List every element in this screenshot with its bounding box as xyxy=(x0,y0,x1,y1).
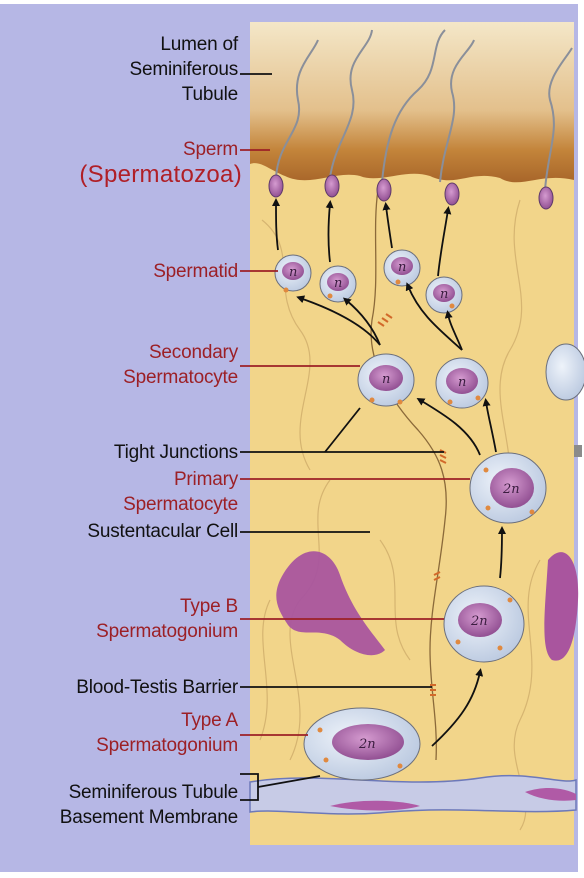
ploidy-spermatid-2: n xyxy=(334,276,342,291)
primary-spermatocyte xyxy=(469,452,547,524)
label-lumen: Lumen of Seminiferous Tubule xyxy=(129,34,239,105)
label-spermatid: Spermatid xyxy=(153,261,238,282)
label-secondary-spermatocyte: Secondary Spermatocyte xyxy=(123,342,238,388)
label-sperm: Sperm xyxy=(183,139,238,160)
tubule-lumen xyxy=(250,22,574,183)
ploidy-spermatid-3: n xyxy=(398,260,406,275)
secondary-spermatocytes xyxy=(357,343,584,409)
sustentacular-nucleus-left xyxy=(276,551,385,656)
progression-arrows xyxy=(272,198,506,747)
edge-tab xyxy=(574,445,582,457)
label-type-b: Type B Spermatogonium xyxy=(96,596,238,642)
ploidy-secondary-2: n xyxy=(458,375,466,390)
label-sustentacular-cell: Sustentacular Cell xyxy=(87,521,238,542)
label-blood-testis-barrier: Blood-Testis Barrier xyxy=(76,677,238,698)
right-edge xyxy=(578,0,584,878)
top-edge xyxy=(0,0,584,4)
ploidy-secondary-1: n xyxy=(382,372,390,387)
ploidy-type-a: 2n xyxy=(358,737,376,752)
label-tight-junctions: Tight Junctions xyxy=(113,442,238,463)
sperm-heads xyxy=(268,174,554,210)
bottom-edge xyxy=(0,872,584,878)
tight-junction-marks xyxy=(377,313,447,696)
ploidy-type-b: 2n xyxy=(470,614,488,629)
sperm-tails xyxy=(275,29,573,191)
label-spermatozoa: (Spermatozoa) xyxy=(79,161,242,188)
type-b-spermatogonium xyxy=(443,585,525,663)
spermatids xyxy=(274,249,463,314)
ploidy-spermatid-4: n xyxy=(440,287,448,302)
sustentacular-boundary xyxy=(370,189,447,761)
type-a-spermatogonium xyxy=(303,707,421,781)
label-primary-spermatocyte: Primary Spermatocyte xyxy=(123,469,238,515)
label-basement-membrane: Seminiferous Tubule Basement Membrane xyxy=(59,782,238,828)
basement-membrane xyxy=(249,774,577,815)
ploidy-primary: 2n xyxy=(502,482,520,497)
ploidy-spermatid-1: n xyxy=(289,265,297,280)
sustentacular-nucleus-right xyxy=(544,552,579,661)
leader-lines xyxy=(240,73,470,801)
basement-cell-nucleus xyxy=(330,800,420,811)
label-type-a: Type A Spermatogonium xyxy=(96,710,238,756)
